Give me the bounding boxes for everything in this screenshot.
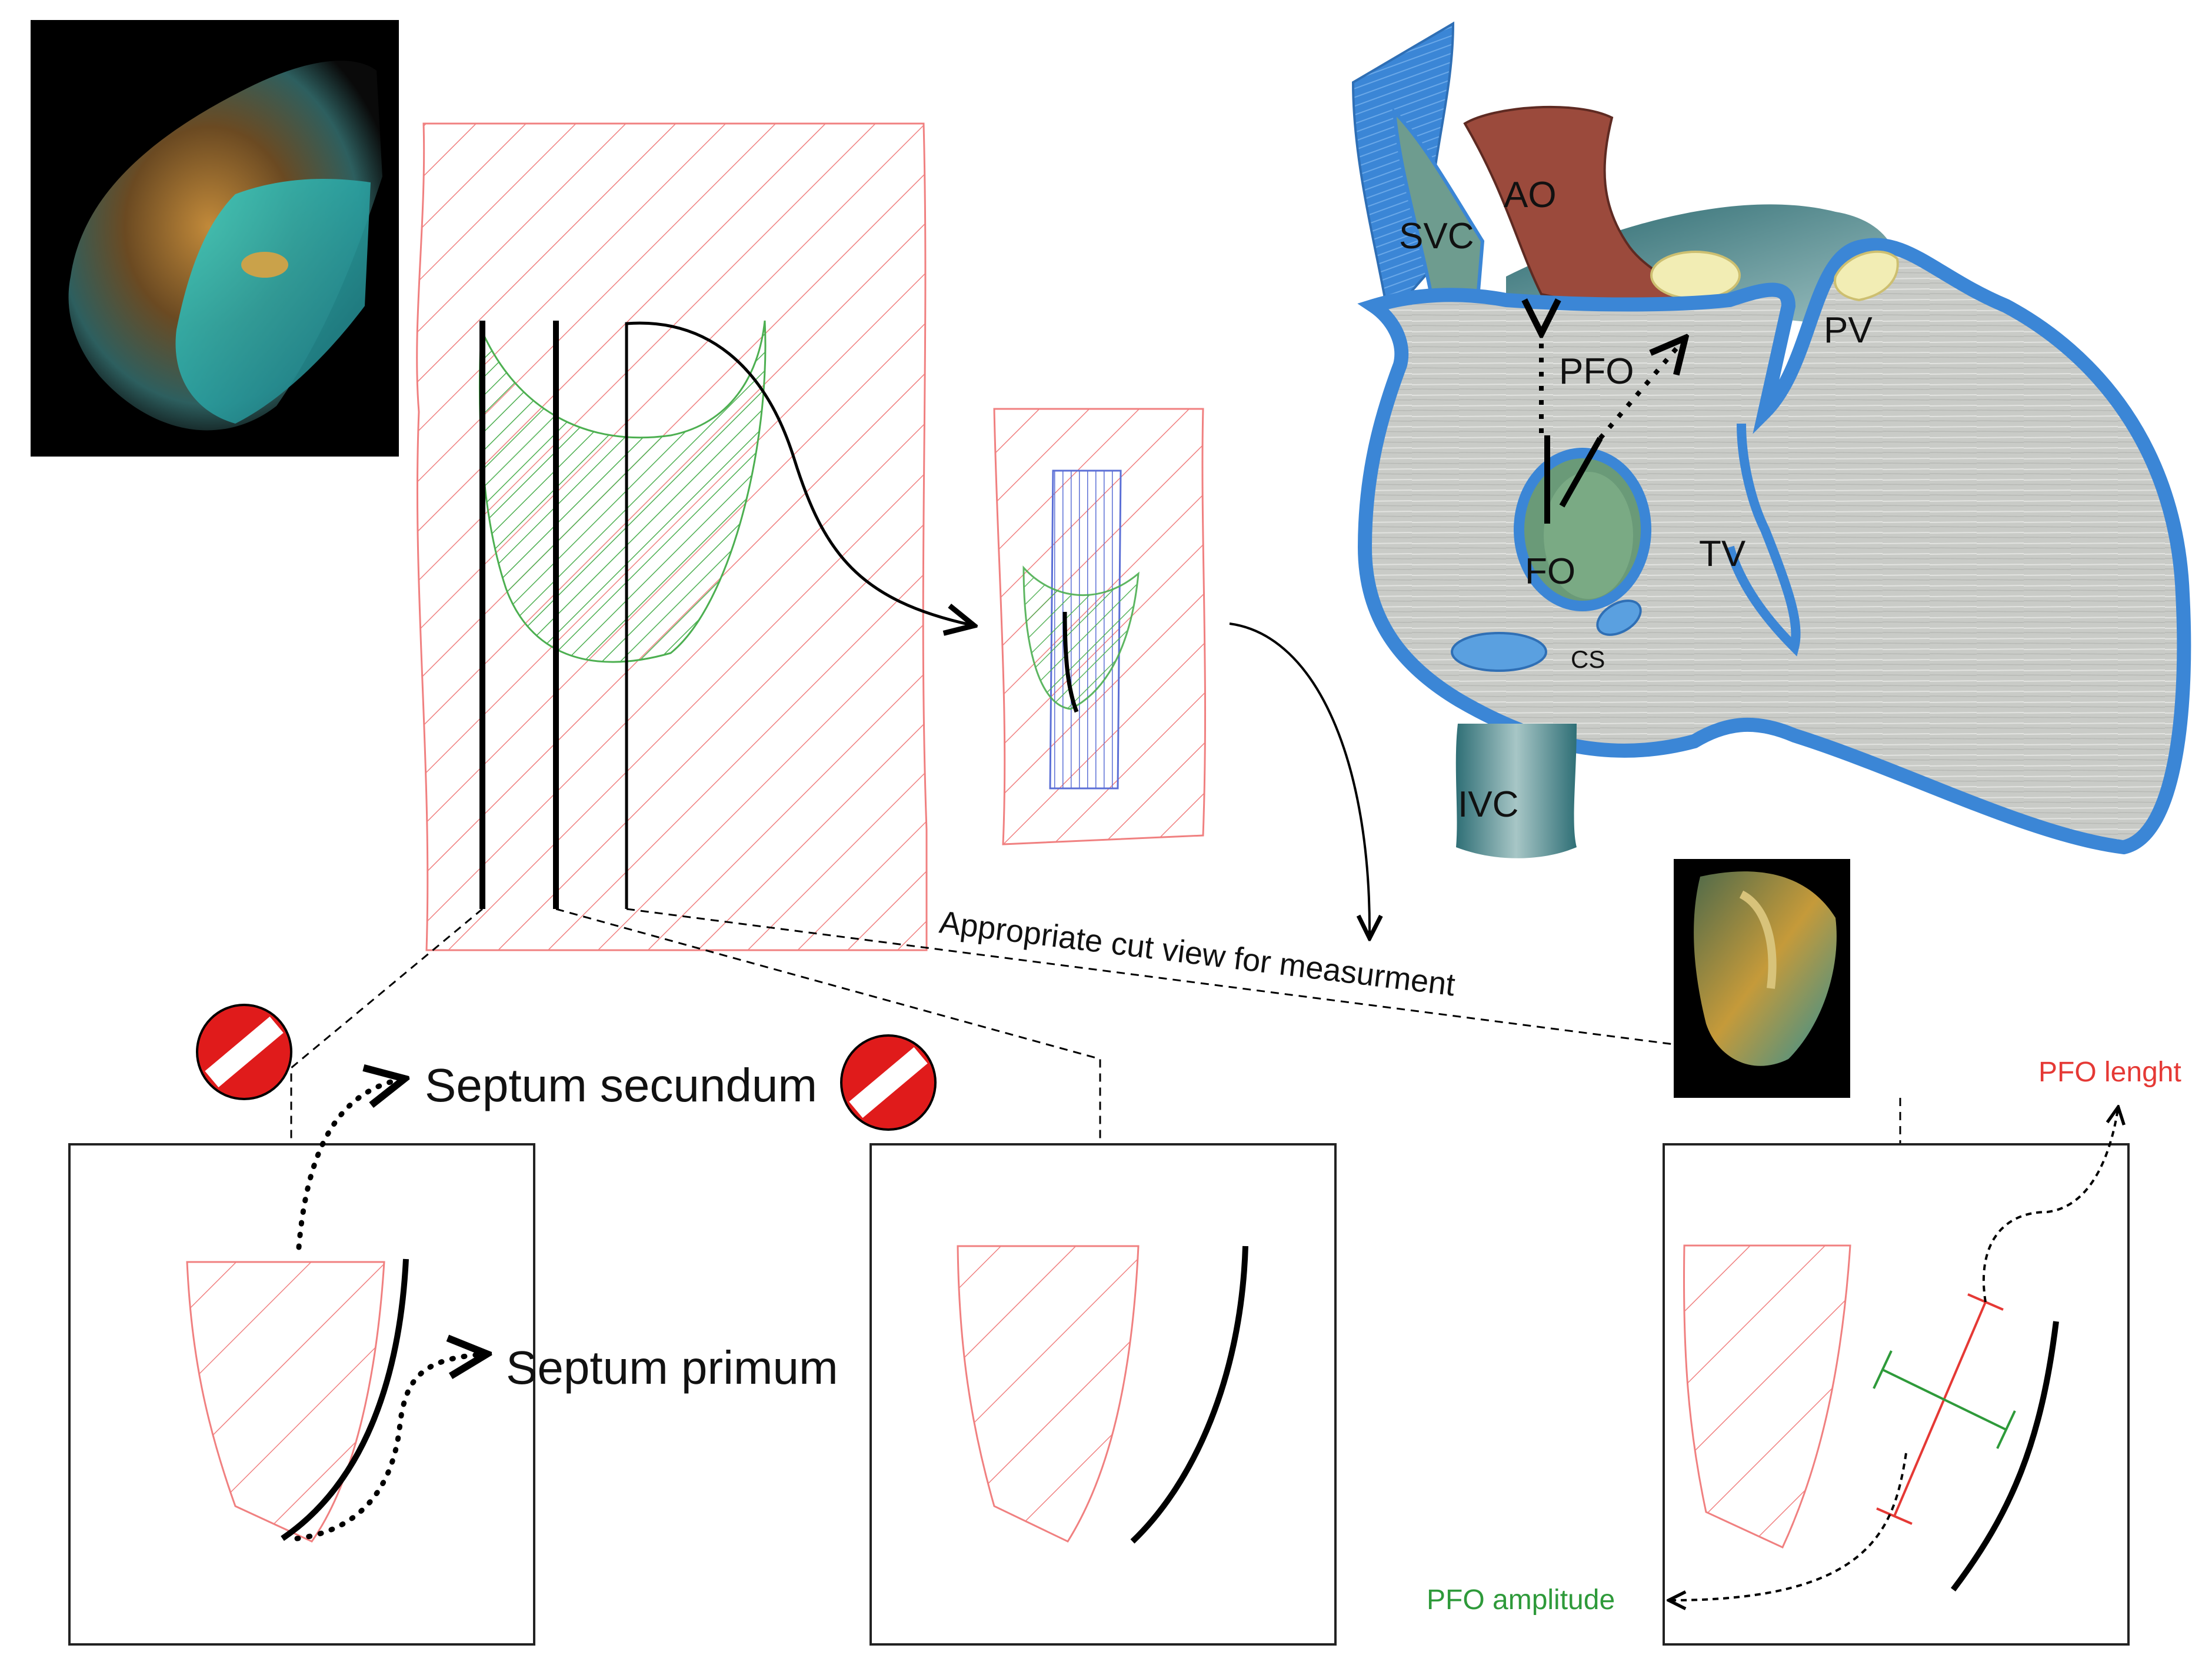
cut-view-box-1 xyxy=(68,1143,535,1646)
cut-line-3 xyxy=(625,321,971,909)
no-entry-icon xyxy=(196,1004,292,1100)
cut-view-box-3 xyxy=(1663,1143,2130,1646)
dotted-arrows xyxy=(294,1080,482,1541)
pfo-amplitude-marker xyxy=(1873,1350,2016,1449)
label-pfo-amplitude: PFO amplitude xyxy=(1427,1584,1615,1616)
echo-image-3d-septum xyxy=(31,20,399,457)
label-ao: AO xyxy=(1504,175,1557,215)
measure-arrows xyxy=(1671,1109,2118,1600)
echo-image-cut-view xyxy=(1674,859,1850,1098)
heart-diagram xyxy=(1351,21,2191,858)
no-entry-icon xyxy=(840,1034,937,1131)
label-pv: PV xyxy=(1824,310,1873,351)
label-septum-secundum: Septum secundum xyxy=(425,1059,817,1111)
label-cs: CS xyxy=(1571,645,1605,673)
label-tv: TV xyxy=(1699,534,1746,574)
label-fo: FO xyxy=(1525,551,1575,592)
label-pfo: PFO xyxy=(1559,351,1634,392)
septum-plate-small xyxy=(993,408,1207,845)
septum-plate-large xyxy=(416,122,971,951)
arrow-to-cut-view xyxy=(1229,622,1370,935)
label-septum-primum: Septum primum xyxy=(506,1341,838,1394)
cut-view-box-2 xyxy=(870,1143,1337,1646)
connector-lines xyxy=(290,908,1901,1144)
label-pfo-length: PFO lenght xyxy=(2038,1057,2181,1088)
label-cut-view: Appropriate cut view for measurment xyxy=(938,904,1457,1003)
label-ivc: IVC xyxy=(1458,784,1518,825)
label-svc: SVC xyxy=(1399,216,1474,257)
